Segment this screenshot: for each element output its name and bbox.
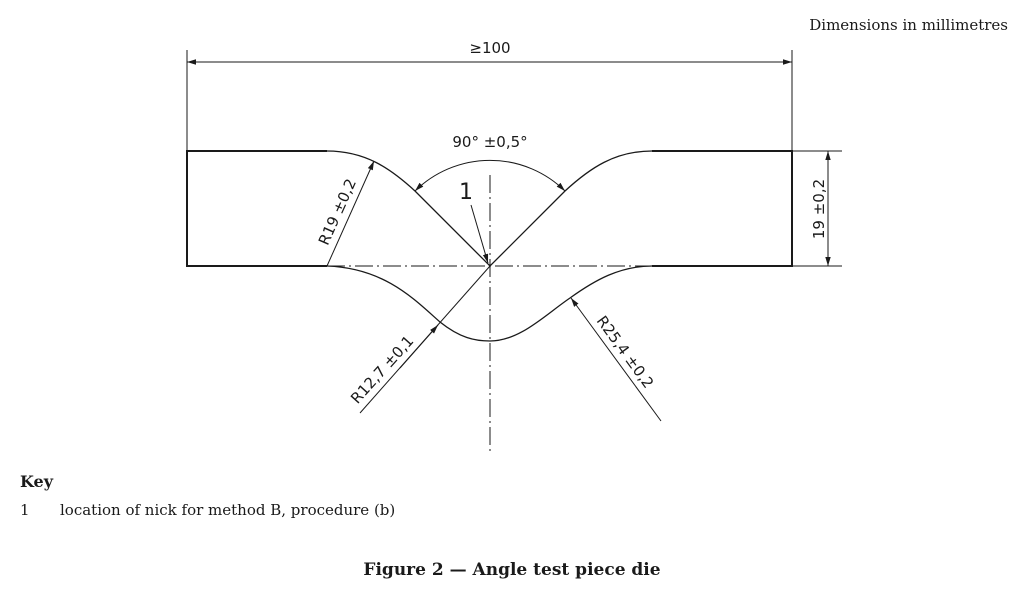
die-outline bbox=[186, 150, 327, 267]
angle-dimension-label: 90° ±0,5° bbox=[452, 133, 527, 151]
length-dimension-label: ≥100 bbox=[469, 39, 510, 57]
units-note: Dimensions in millimetres bbox=[809, 16, 1008, 34]
width-dimension-label: 19 ±0,2 bbox=[810, 179, 828, 239]
r19-label: R19 ±0,2 bbox=[315, 176, 360, 248]
key-item-text: location of nick for method B, procedure… bbox=[60, 501, 396, 519]
key-item-number: 1 bbox=[20, 501, 30, 519]
figure-caption: Figure 2 — Angle test piece die bbox=[363, 560, 661, 580]
die-outline-right bbox=[652, 150, 793, 267]
r25-4-leader bbox=[570, 297, 662, 422]
bottom-notch-profile bbox=[326, 265, 653, 342]
callout-leader bbox=[470, 204, 489, 264]
key-title: Key bbox=[20, 472, 54, 491]
r25-4-label: R25,4 ±0,2 bbox=[593, 312, 658, 391]
r12-7-label: R12,7 ±0,1 bbox=[347, 332, 417, 407]
angle-dimension-arc bbox=[414, 159, 566, 192]
key-item: 1 location of nick for method B, procedur… bbox=[20, 501, 395, 519]
r19-leader bbox=[326, 160, 375, 267]
callout-number: 1 bbox=[459, 180, 473, 205]
r12-7-arrow bbox=[399, 324, 439, 369]
